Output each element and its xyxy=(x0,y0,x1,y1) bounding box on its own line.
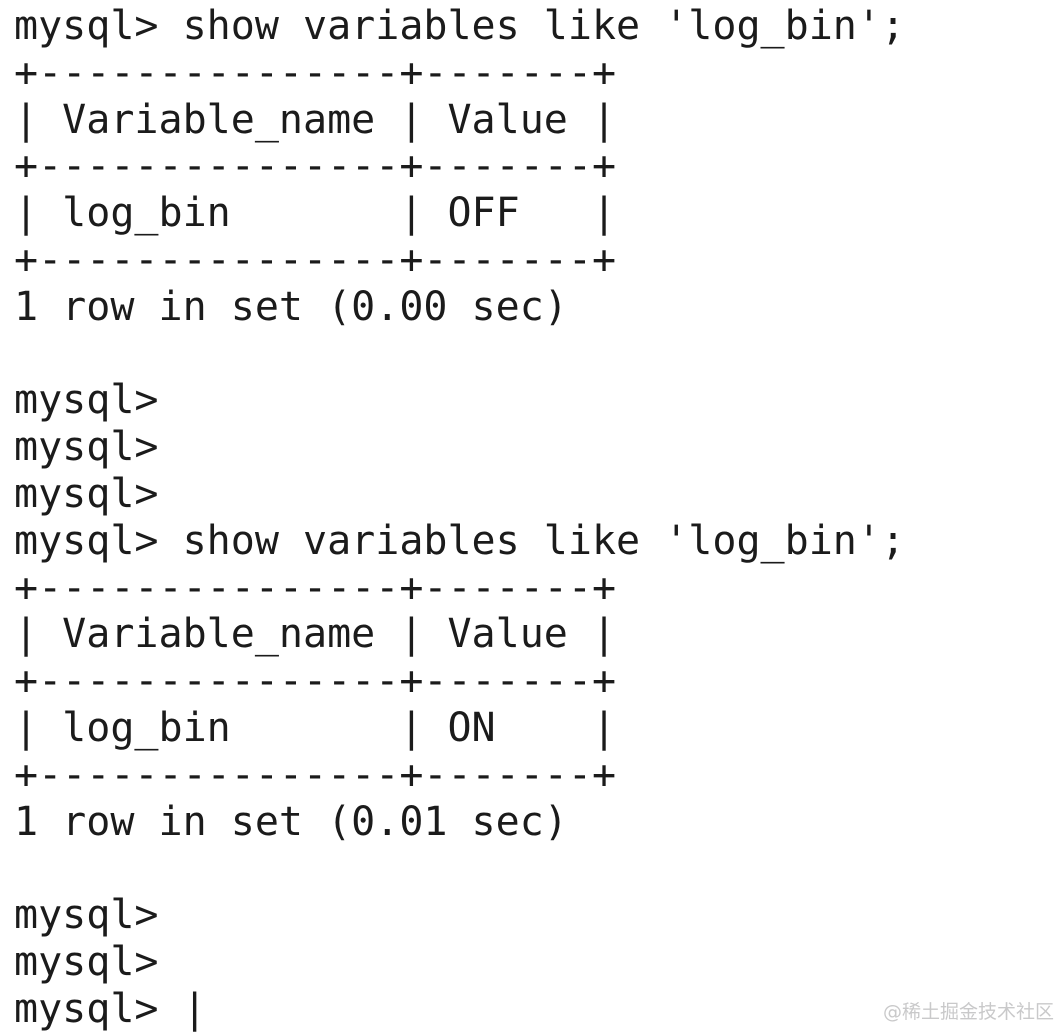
terminal-line xyxy=(14,331,1064,378)
terminal-line: mysql> show variables like 'log_bin'; xyxy=(14,517,906,564)
terminal-line: mysql> xyxy=(14,892,159,939)
text-cursor[interactable]: | xyxy=(182,985,207,1032)
terminal-line: | log_bin | ON | xyxy=(14,704,617,751)
terminal-line: 1 row in set (0.00 sec) xyxy=(14,283,568,330)
terminal-line: +---------------+-------+ xyxy=(14,143,617,190)
terminal-line: +---------------+-------+ xyxy=(14,236,617,283)
terminal-line: | Variable_name | Value | xyxy=(14,611,617,658)
terminal-line: 1 row in set (0.01 sec) xyxy=(14,798,568,845)
terminal-line: | Variable_name | Value | xyxy=(14,96,617,143)
watermark: @稀土掘金技术社区 xyxy=(882,1001,1054,1023)
terminal-line: mysql> show variables like 'log_bin'; xyxy=(14,3,906,49)
terminal-line: +---------------+-------+ xyxy=(14,751,617,798)
terminal-line: mysql> xyxy=(14,470,159,517)
terminal-line: mysql> xyxy=(14,938,159,985)
terminal-line: mysql> | xyxy=(14,985,207,1032)
terminal-line: mysql> xyxy=(14,424,159,471)
terminal-line: +---------------+-------+ xyxy=(14,658,617,705)
terminal-line: | log_bin | OFF | xyxy=(14,190,617,237)
terminal-line xyxy=(14,845,1064,892)
terminal-line: +---------------+-------+ xyxy=(14,49,617,96)
terminal-line: +---------------+-------+ xyxy=(14,564,617,611)
terminal-line: mysql> xyxy=(14,377,159,424)
